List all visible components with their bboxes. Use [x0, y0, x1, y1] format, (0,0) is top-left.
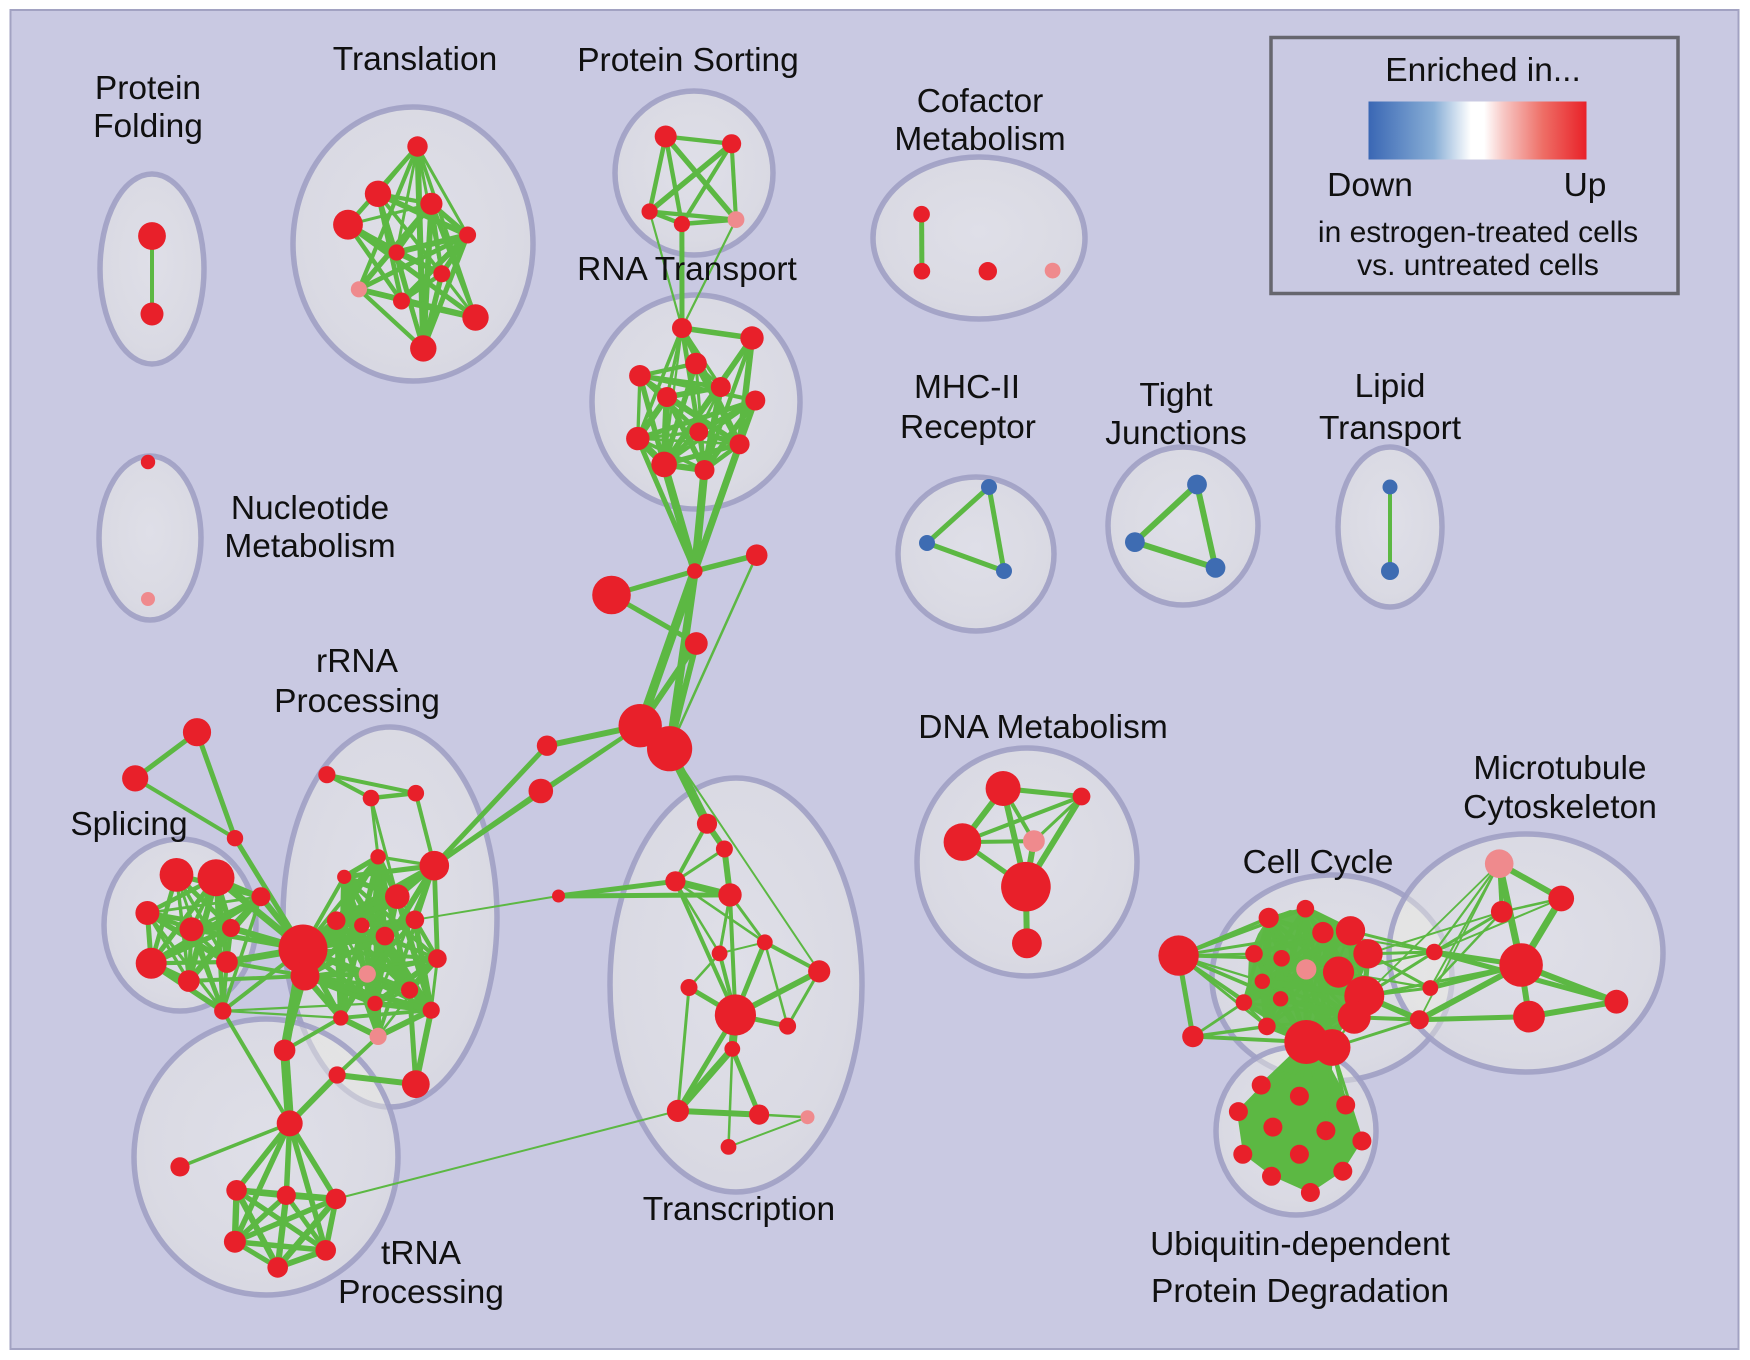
svg-text:Lipid: Lipid — [1355, 368, 1426, 405]
svg-text:Processing: Processing — [338, 1274, 504, 1311]
svg-text:vs. untreated cells: vs. untreated cells — [1357, 249, 1599, 282]
svg-text:Junctions: Junctions — [1105, 415, 1247, 452]
svg-text:Protein Sorting: Protein Sorting — [577, 42, 799, 79]
svg-text:Microtubule: Microtubule — [1473, 750, 1646, 787]
svg-text:in estrogen-treated cells: in estrogen-treated cells — [1318, 216, 1638, 249]
svg-text:Translation: Translation — [333, 41, 497, 78]
svg-text:Transcription: Transcription — [643, 1191, 835, 1228]
svg-text:Cell Cycle: Cell Cycle — [1243, 844, 1394, 881]
svg-text:Down: Down — [1327, 167, 1413, 204]
svg-text:RNA Transport: RNA Transport — [577, 251, 797, 288]
svg-text:Cytoskeleton: Cytoskeleton — [1463, 789, 1657, 826]
svg-text:Splicing: Splicing — [70, 806, 187, 843]
svg-text:Receptor: Receptor — [900, 409, 1036, 446]
svg-text:MHC-II: MHC-II — [914, 369, 1020, 406]
svg-text:Nucleotide: Nucleotide — [231, 490, 389, 527]
svg-text:Enriched in...: Enriched in... — [1385, 52, 1581, 89]
svg-text:Up: Up — [1564, 167, 1607, 204]
svg-text:rRNA: rRNA — [316, 643, 399, 680]
svg-text:Processing: Processing — [274, 683, 440, 720]
svg-text:Ubiquitin-dependent: Ubiquitin-dependent — [1150, 1226, 1451, 1263]
svg-text:Metabolism: Metabolism — [224, 528, 395, 565]
svg-text:tRNA: tRNA — [381, 1235, 462, 1272]
svg-text:DNA Metabolism: DNA Metabolism — [918, 709, 1167, 746]
svg-text:Protein: Protein — [95, 70, 201, 107]
svg-text:Cofactor: Cofactor — [917, 83, 1044, 120]
svg-text:Metabolism: Metabolism — [894, 121, 1065, 158]
svg-text:Protein Degradation: Protein Degradation — [1151, 1273, 1449, 1310]
svg-text:Transport: Transport — [1319, 410, 1462, 447]
svg-text:Folding: Folding — [93, 108, 203, 145]
svg-text:Tight: Tight — [1139, 377, 1213, 414]
